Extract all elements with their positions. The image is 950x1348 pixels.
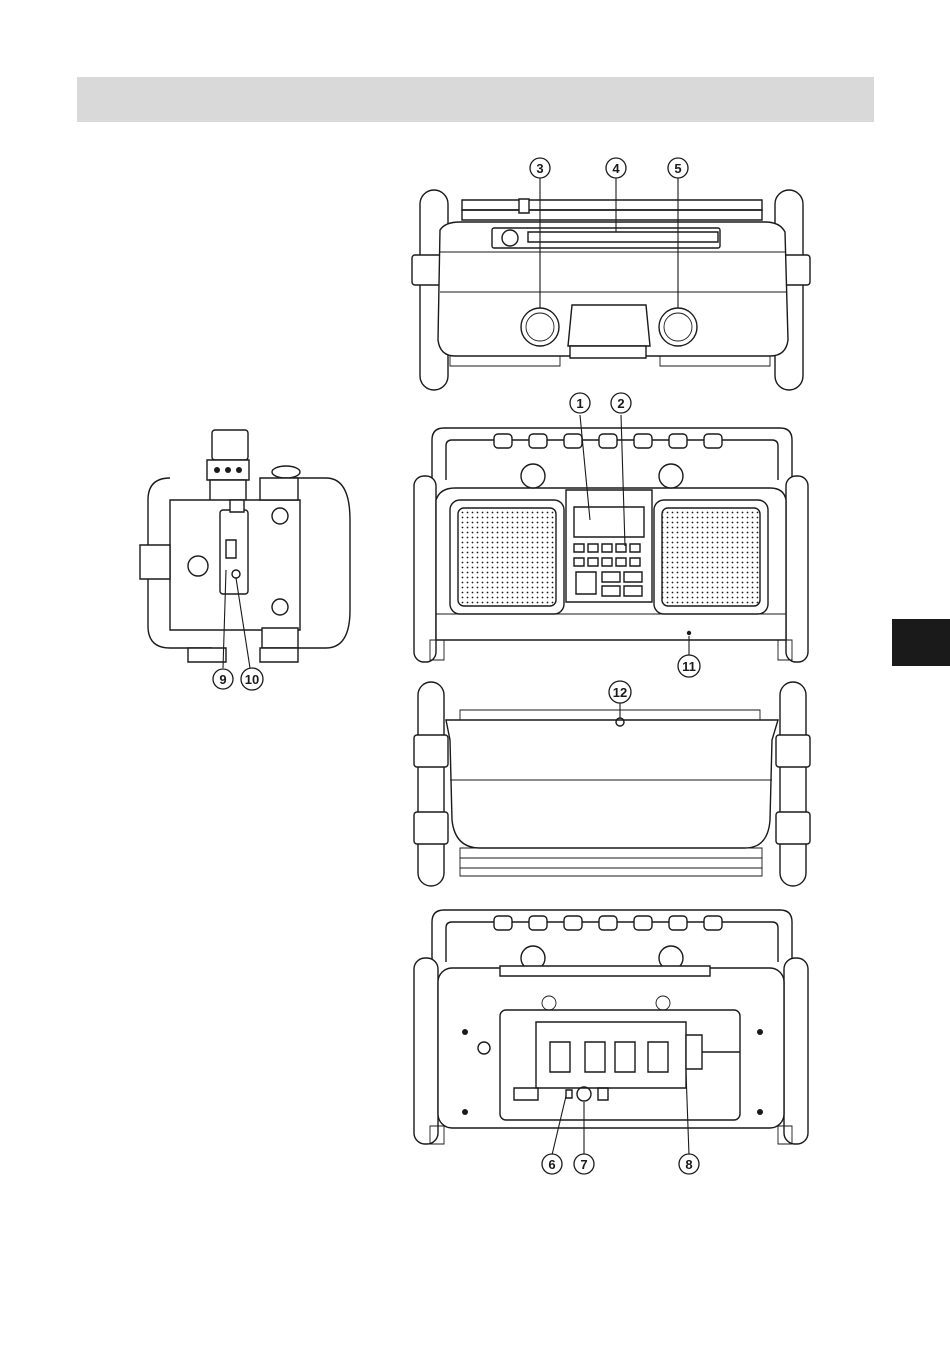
- svg-text:11: 11: [682, 659, 696, 674]
- callout-3: 3: [530, 158, 550, 178]
- rear-handle-bumps: [494, 916, 722, 930]
- front-view-illustration: [414, 415, 808, 662]
- bottom-view-illustration: [414, 682, 810, 886]
- svg-text:7: 7: [580, 1157, 587, 1172]
- callout-1: 1: [570, 393, 590, 413]
- callout-10: 10: [241, 668, 263, 690]
- callout-7: 7: [574, 1154, 594, 1174]
- svg-text:9: 9: [219, 672, 226, 687]
- handle-grip-bumps: [494, 434, 722, 448]
- svg-text:1: 1: [576, 396, 583, 411]
- callout-8: 8: [679, 1154, 699, 1174]
- callout-4: 4: [606, 158, 626, 178]
- callout-5: 5: [668, 158, 688, 178]
- svg-text:6: 6: [548, 1157, 555, 1172]
- callout-2: 2: [611, 393, 631, 413]
- callout-12: 12: [609, 681, 631, 703]
- side-view-illustration: [140, 430, 350, 668]
- callout-6: 6: [542, 1154, 562, 1174]
- svg-text:3: 3: [536, 161, 543, 176]
- svg-text:8: 8: [685, 1157, 692, 1172]
- callout-9: 9: [213, 669, 233, 689]
- callout-11: 11: [678, 655, 700, 677]
- top-view-illustration: [412, 178, 810, 390]
- rear-view-illustration: [414, 910, 808, 1155]
- svg-text:10: 10: [245, 672, 259, 687]
- svg-text:5: 5: [674, 161, 681, 176]
- svg-text:2: 2: [617, 396, 624, 411]
- svg-text:12: 12: [613, 685, 627, 700]
- svg-text:4: 4: [612, 161, 620, 176]
